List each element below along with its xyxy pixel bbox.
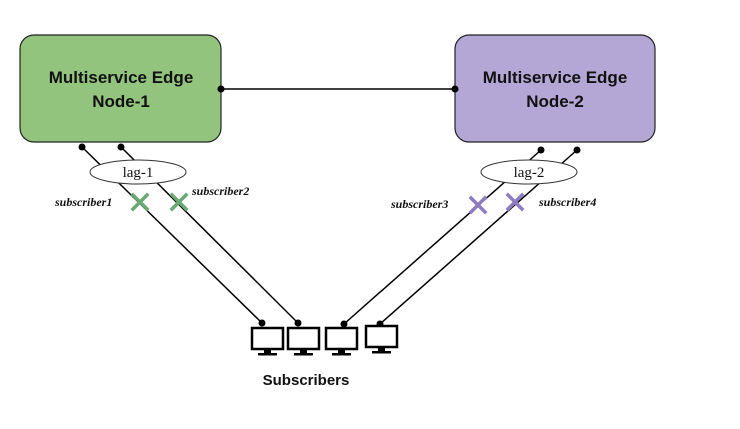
node-2-title-line1: Multiservice Edge (483, 68, 628, 87)
link-endpoint (217, 85, 225, 93)
monitor-icon (286, 326, 321, 356)
monitor-icon (250, 326, 285, 356)
monitor-icon (364, 324, 399, 354)
node-2-box (454, 34, 656, 143)
node-1-box (19, 34, 222, 143)
subscriber4-x-marker (505, 192, 525, 212)
link-endpoint (451, 85, 459, 93)
subscribers-caption: Subscribers (263, 372, 350, 389)
line-endpoint (117, 143, 125, 151)
line-endpoint (573, 146, 581, 154)
node-1-title-line2: Node-1 (92, 92, 150, 111)
subscriber1-label: subscriber1 (54, 195, 112, 209)
line-endpoint (258, 319, 266, 327)
subscriber2-x-marker (169, 192, 189, 212)
node-1-title-line1: Multiservice Edge (49, 68, 194, 87)
subscriber1-x-marker (130, 192, 150, 212)
lag-2-label: lag-2 (514, 165, 545, 181)
node-2-title-line2: Node-2 (526, 92, 584, 111)
line-endpoint (294, 319, 302, 327)
subscriber3-x-marker (468, 195, 488, 215)
line-endpoint (340, 320, 348, 328)
line-endpoint (78, 143, 86, 151)
subscriber2-label: subscriber2 (191, 184, 249, 198)
lag-1-label: lag-1 (123, 165, 154, 181)
line-endpoint (537, 146, 545, 154)
lag-1-ellipse (89, 159, 187, 185)
monitor-icon (324, 326, 359, 356)
subscriber3-label: subscriber3 (390, 197, 448, 211)
subscriber4-label: subscriber4 (538, 195, 596, 209)
lag-2-ellipse (480, 159, 578, 185)
